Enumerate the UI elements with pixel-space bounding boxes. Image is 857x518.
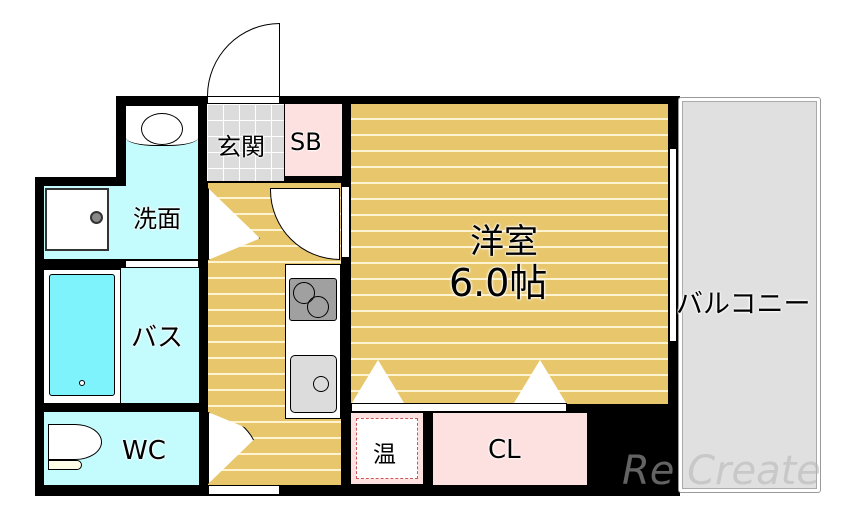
entry-threshold — [207, 96, 280, 104]
washroom-label: 洗面 — [133, 205, 181, 233]
entry-door — [207, 23, 280, 96]
bathtub — [49, 274, 115, 396]
closet — [433, 413, 587, 485]
balcony — [678, 97, 821, 493]
drain-icon — [90, 211, 103, 224]
side-window — [341, 186, 350, 258]
balcony-label: バルコニー — [676, 289, 811, 320]
balcony-window — [669, 148, 677, 342]
entrance — [207, 104, 284, 181]
watermark: Re Create — [622, 448, 821, 494]
western-room-name: 洋室 — [470, 222, 538, 262]
entrance-label: 玄関 — [217, 133, 265, 161]
kitchen-sink-icon — [290, 355, 337, 413]
stove-icon — [289, 278, 337, 321]
western-room-size: 6.0帖 — [449, 261, 548, 305]
bath-label: バス — [131, 323, 184, 353]
shoe-box-label: SB — [290, 128, 322, 156]
bath-drain-icon — [79, 380, 85, 386]
bath-door-strip — [125, 260, 199, 268]
sink-icon — [141, 113, 183, 145]
toilet-label: WC — [122, 436, 166, 466]
toilet-tank-icon — [48, 460, 82, 470]
shoe-box — [285, 104, 342, 176]
bath — [121, 268, 199, 403]
western-room — [351, 104, 668, 404]
toilet-bowl-icon — [48, 424, 102, 460]
closet-door-arrow-left — [352, 360, 404, 403]
rear-window — [208, 485, 280, 495]
water-heater-label: 温 — [373, 442, 396, 468]
closet-door-strip — [351, 403, 567, 412]
closet-label: CL — [488, 435, 521, 465]
water-heater — [351, 413, 423, 484]
closet-door-arrow-right — [514, 360, 566, 403]
